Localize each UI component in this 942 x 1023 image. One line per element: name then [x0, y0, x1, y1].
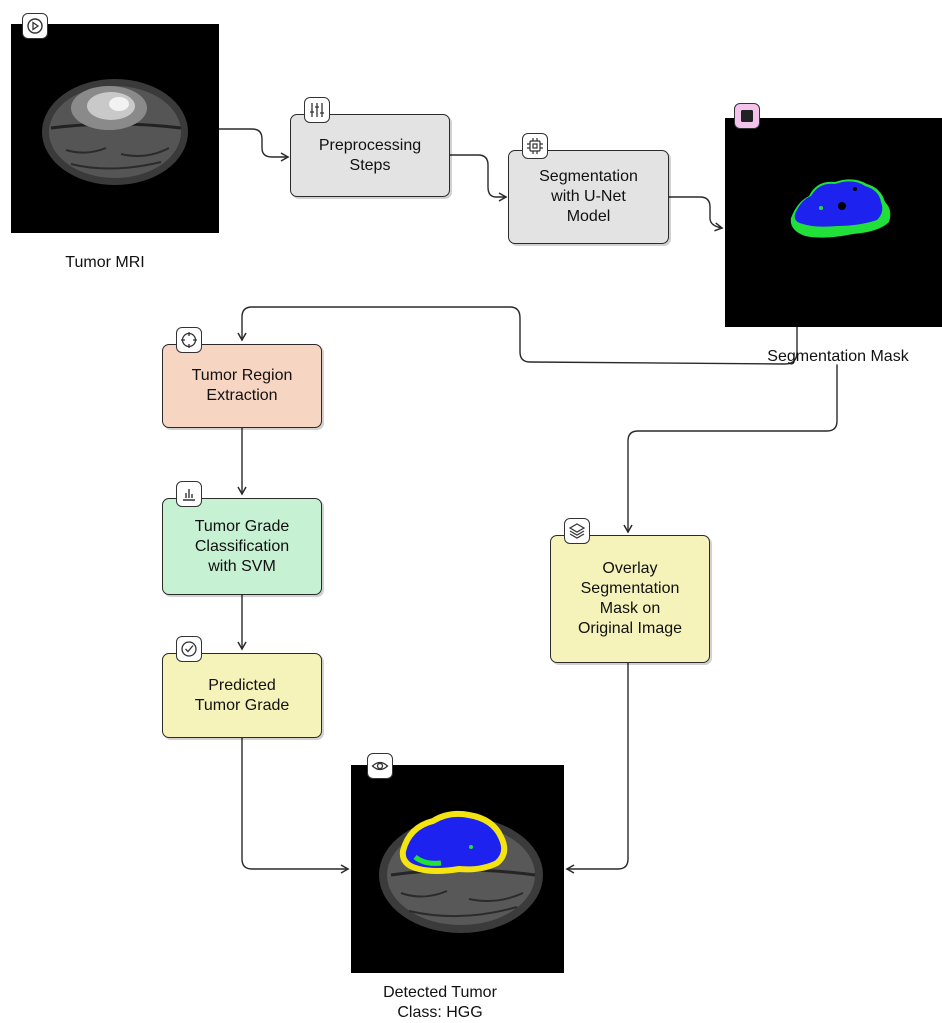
- eye-icon: [367, 753, 393, 779]
- arrow-predicted-to-detected: [241, 737, 350, 874]
- segmentation-mask-image: [725, 118, 942, 327]
- tumor-grade-classification-node: Tumor Grade Classification with SVM: [162, 498, 322, 595]
- crosshair-icon: [176, 327, 202, 353]
- tumor-mri-image: [11, 24, 219, 233]
- arrow-preprocessing-to-segmentation: [449, 154, 508, 202]
- layers-icon: [564, 518, 590, 544]
- brain-mri-picture: [42, 79, 188, 185]
- arrow-mri-to-preprocessing: [218, 128, 290, 162]
- preprocessing-steps-node: Preprocessing Steps: [290, 114, 450, 197]
- mask-picture: [790, 179, 891, 238]
- overlay-label: Overlay Segmentation Mask on Original Im…: [577, 560, 683, 637]
- stop-icon: [734, 103, 760, 129]
- overlay-segmentation-node: Overlay Segmentation Mask on Original Im…: [550, 535, 710, 663]
- classification-label: Tumor Grade Classification with SVM: [194, 517, 290, 575]
- sliders-icon: [304, 97, 330, 123]
- bar-chart-icon: [176, 481, 202, 507]
- segmentation-unet-node: Segmentation with U-Net Model: [508, 150, 669, 244]
- segmentation-mask-caption: Segmentation Mask: [767, 348, 909, 365]
- detected-tumor-caption: Detected Tumor Class: HGG: [383, 984, 497, 1021]
- detected-tumor-image: [351, 765, 564, 973]
- arrow-mask-to-region: [237, 306, 798, 365]
- arrow-segmentation-to-mask: [668, 196, 724, 232]
- arrow-mask-to-overlay: [623, 364, 838, 534]
- check-circle-icon: [176, 636, 202, 662]
- segmentation-label: Segmentation with U-Net Model: [539, 168, 638, 225]
- tumor-region-extraction-node: Tumor Region Extraction: [162, 344, 322, 428]
- overlay-picture: [379, 810, 543, 933]
- arrow-overlay-to-detected: [565, 662, 629, 874]
- chip-icon: [522, 133, 548, 159]
- region-label: Tumor Region Extraction: [191, 367, 293, 404]
- predicted-tumor-grade-node: Predicted Tumor Grade: [162, 653, 322, 738]
- predicted-label: Predicted Tumor Grade: [194, 676, 290, 714]
- play-icon: [22, 13, 48, 39]
- tumor-mri-caption: Tumor MRI: [65, 254, 145, 271]
- preprocessing-label: Preprocessing Steps: [318, 136, 422, 174]
